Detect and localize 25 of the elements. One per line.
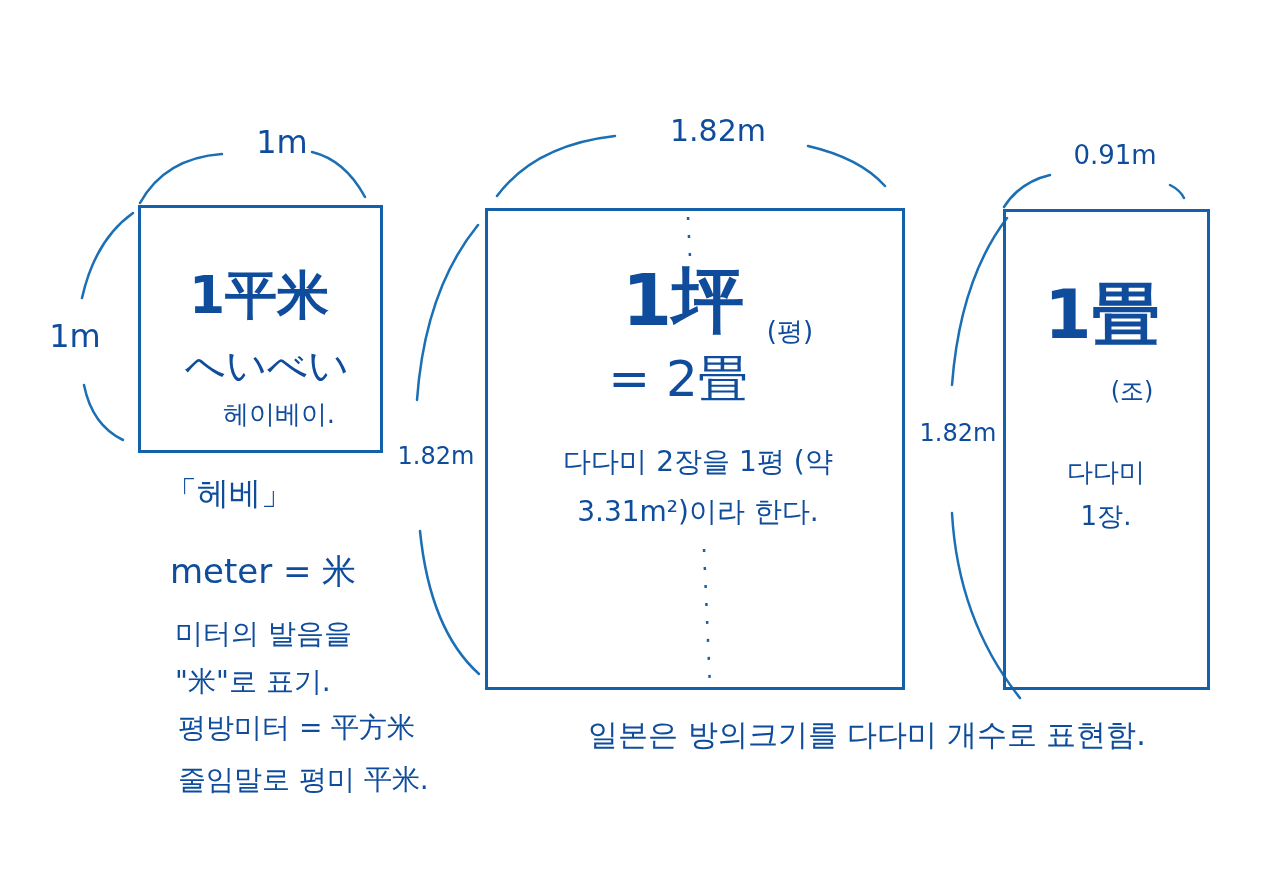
korean-reading: (조) — [1110, 378, 1154, 406]
tall-rectangle-box — [1003, 209, 1210, 690]
description-text: 다다미 2장을 1평 (약 3.31m²)이라 한다. — [562, 444, 834, 530]
kana-reading: へいべい — [185, 342, 349, 388]
dimension-label: 1.82m — [397, 443, 475, 471]
summary-note: 일본은 방의크기를 다다미 개수로 표현함. — [588, 718, 1146, 753]
korean-reading: 헤이베이. — [222, 400, 336, 430]
note-text: meter = 米 — [170, 552, 357, 592]
dimension-label: 1.82m — [670, 114, 766, 149]
equivalence-text: = 2畳 — [608, 351, 748, 409]
note-text: 평방미터 = 平方米 — [178, 712, 416, 745]
dimension-label: 1.82m — [919, 420, 997, 448]
unit-heading: 1畳 — [1044, 276, 1160, 355]
large-square-box — [485, 208, 905, 690]
dimension-label: 1m — [49, 318, 101, 355]
note-text: 줄임말로 평미 平米. — [178, 764, 429, 797]
unit-heading: 1平米 — [188, 266, 330, 326]
square-box — [138, 205, 383, 453]
term-label: 「헤베」 — [165, 475, 293, 512]
unit-heading: 1坪 — [621, 259, 745, 342]
korean-reading: (평) — [766, 317, 814, 347]
dimension-label: 0.91m — [1073, 141, 1157, 171]
description-text: 다다미 1장. — [1067, 456, 1145, 533]
dimension-label: 1m — [256, 124, 308, 161]
note-text: 미터의 발음을 "米"로 표기. — [175, 616, 353, 700]
